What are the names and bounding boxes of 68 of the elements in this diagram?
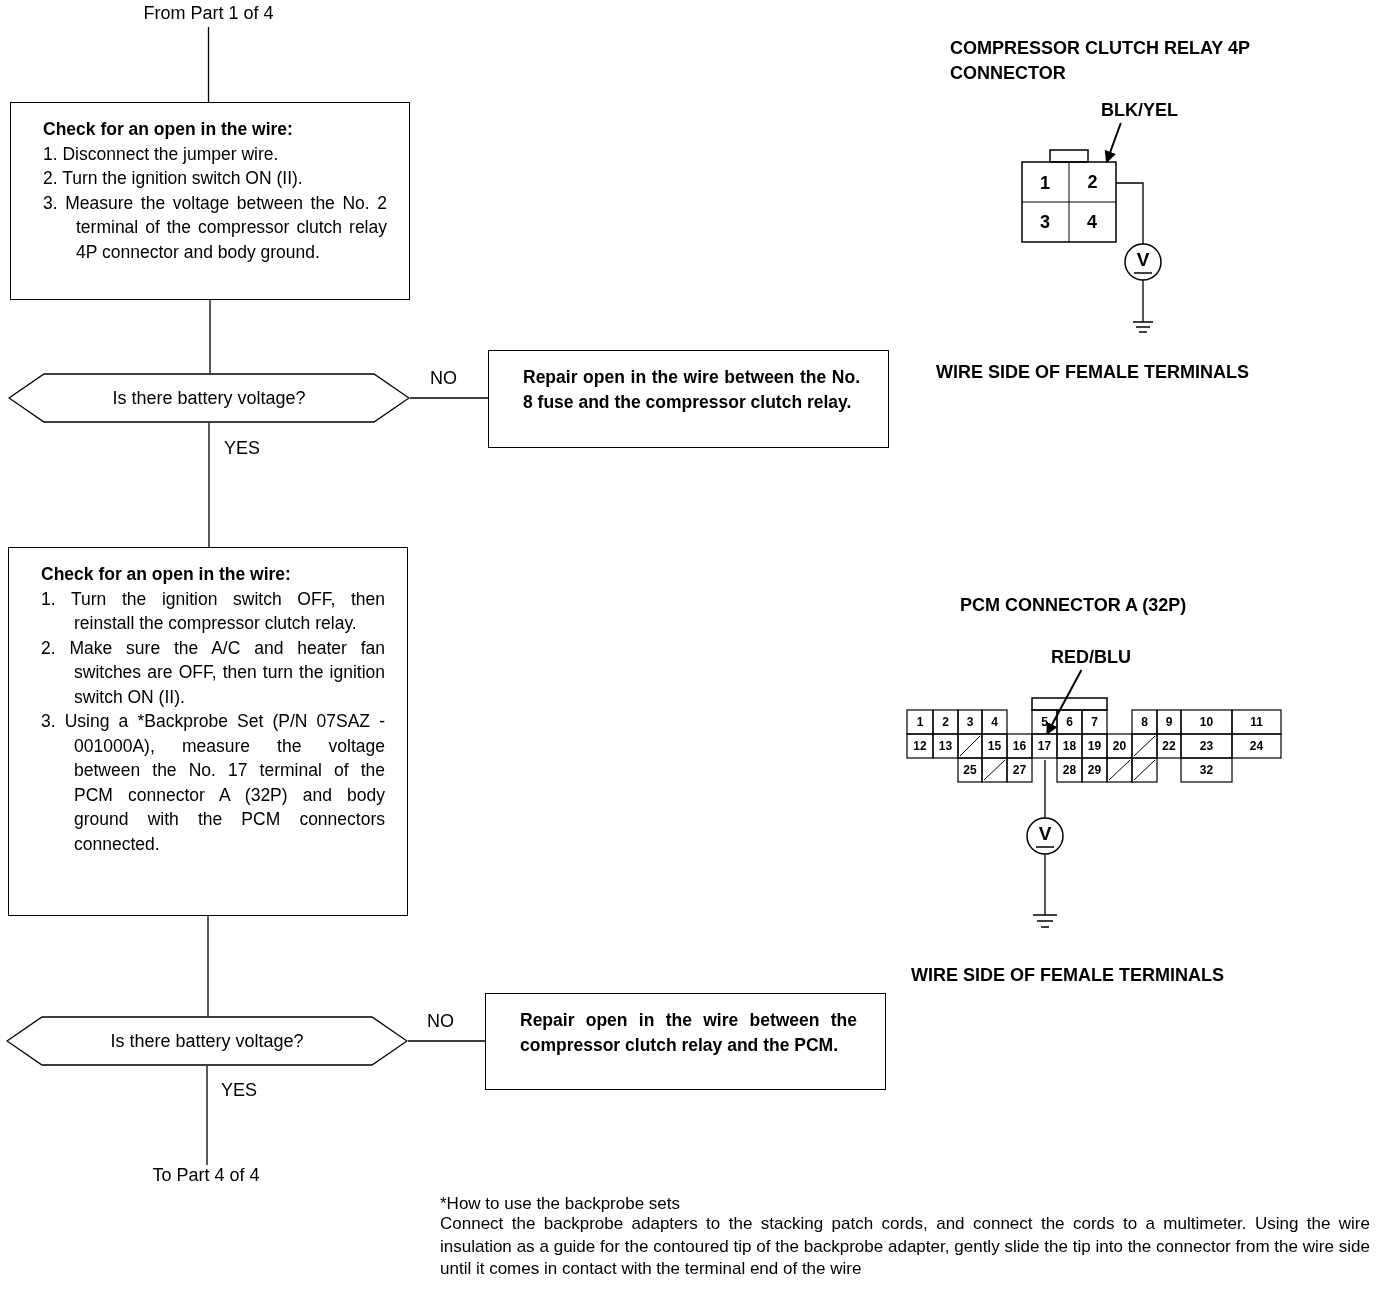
step-text: 2. Make sure the A/C and heater fan switches are OFF, then turn the ignition switch ON (II). bbox=[41, 636, 385, 709]
pin-number: 5 bbox=[1041, 716, 1048, 728]
footnote-heading: *How to use the backprobe sets bbox=[440, 1194, 681, 1214]
leader-arrow bbox=[1104, 122, 1122, 164]
terminal-cell: 17 bbox=[1032, 734, 1057, 758]
pin-number: 22 bbox=[1162, 740, 1176, 752]
process-box bbox=[10, 102, 410, 300]
connector-line bbox=[206, 1065, 208, 1166]
action-box: Repair open in the wire between the compressor clutch relay and the PCM. bbox=[485, 993, 886, 1090]
pin-number: 12 bbox=[913, 740, 927, 752]
pin-number: 1 bbox=[1040, 174, 1050, 192]
wire-color-label: BLK/YEL bbox=[1101, 100, 1191, 122]
step-heading: Check for an open in the wire: bbox=[41, 563, 292, 586]
wire-color-label: RED/BLU bbox=[1051, 647, 1146, 669]
pin-number: 32 bbox=[1199, 764, 1214, 776]
connector-title: COMPRESSOR CLUTCH RELAY 4P CONNECTOR bbox=[950, 37, 1251, 85]
connector-line bbox=[207, 915, 209, 1017]
connector-line bbox=[208, 422, 210, 548]
pin-number: 1 bbox=[916, 716, 924, 728]
voltmeter-symbol-label: V bbox=[1136, 249, 1150, 269]
pin-number: 4 bbox=[991, 716, 998, 728]
step-text: 1. Turn the ignition switch OFF, then reinstall the compressor clutch relay. bbox=[41, 587, 385, 635]
step-text: 3. Measure the voltage between the No. 2 terminal of the compressor clutch relay 4P connector and body ground. bbox=[43, 191, 387, 264]
view-caption: WIRE SIDE OF FEMALE TERMINALS bbox=[936, 362, 1249, 383]
pin-number: 9 bbox=[1165, 716, 1173, 728]
pin-number: 3 bbox=[1040, 213, 1050, 231]
question-text: Is there battery voltage? bbox=[112, 387, 306, 409]
action-box: Repair open in the wire between the No. 8 fuse and the compressor clutch relay. bbox=[488, 350, 889, 448]
pin-number: 13 bbox=[938, 740, 953, 752]
pin-number: 4 bbox=[1087, 213, 1097, 231]
step-heading: Check for an open in the wire: bbox=[43, 118, 294, 141]
process-box bbox=[8, 547, 408, 916]
pin-number: 18 bbox=[1062, 740, 1077, 752]
step-text: 2. Turn the ignition switch ON (II). bbox=[43, 167, 304, 190]
leader-arrow bbox=[1046, 669, 1083, 736]
pin-number: 23 bbox=[1199, 740, 1214, 752]
pin-number: 6 bbox=[1066, 716, 1073, 728]
pin-number: 11 bbox=[1250, 716, 1263, 728]
pin-number: 20 bbox=[1112, 740, 1127, 752]
terminal-cell: 2 bbox=[1069, 162, 1116, 202]
question-text: Is there battery voltage? bbox=[110, 1030, 304, 1052]
pin-number: 24 bbox=[1249, 740, 1264, 752]
pin-number: 10 bbox=[1199, 716, 1214, 728]
connector-line bbox=[409, 397, 489, 399]
connector-line bbox=[407, 1040, 486, 1042]
pin-number: 27 bbox=[1012, 764, 1027, 776]
step-text: 1. Disconnect the jumper wire. bbox=[43, 142, 280, 166]
voltmeter-symbol-label: V bbox=[1038, 823, 1052, 843]
pin-number: 28 bbox=[1062, 764, 1077, 776]
pin-number: 7 bbox=[1091, 716, 1098, 728]
pin-number: 8 bbox=[1141, 716, 1148, 728]
connector-title: PCM CONNECTOR A (32P) bbox=[960, 595, 1187, 616]
decision-hexagon bbox=[6, 1016, 408, 1066]
connector-line bbox=[209, 299, 211, 374]
connector-line bbox=[207, 26, 210, 103]
pin-number: 29 bbox=[1087, 764, 1102, 776]
step-text: 3. Using a *Backprobe Set (P/N 07SAZ - 001000A), measure the voltage between the No. 17 terminal of the PCM connector A (32P) and body ground with the PCM connectors connected. bbox=[41, 710, 385, 856]
pin-number: 16 bbox=[1012, 740, 1027, 752]
footnote-text: Connect the backprobe adapters to the stacking patch cords, and connect the cords to a multimeter. Using the wire insulation as a guide for the contoured tip of the backprobe adapter, gently slide the tip into the connector from the wire side until it comes in contact with the terminal end of the wire bbox=[440, 1213, 1370, 1280]
pin-number: 2 bbox=[942, 716, 949, 728]
flow-start-text: From Part 1 of 4 bbox=[116, 3, 301, 27]
pin-number: 3 bbox=[966, 716, 974, 728]
pin-number: 19 bbox=[1087, 740, 1102, 752]
decision-hexagon bbox=[8, 373, 410, 423]
flow-end-text: To Part 4 of 4 bbox=[128, 1165, 284, 1189]
view-caption: WIRE SIDE OF FEMALE TERMINALS bbox=[911, 965, 1224, 986]
pin-number: 15 bbox=[987, 740, 1002, 752]
pin-number: 25 bbox=[963, 764, 977, 776]
